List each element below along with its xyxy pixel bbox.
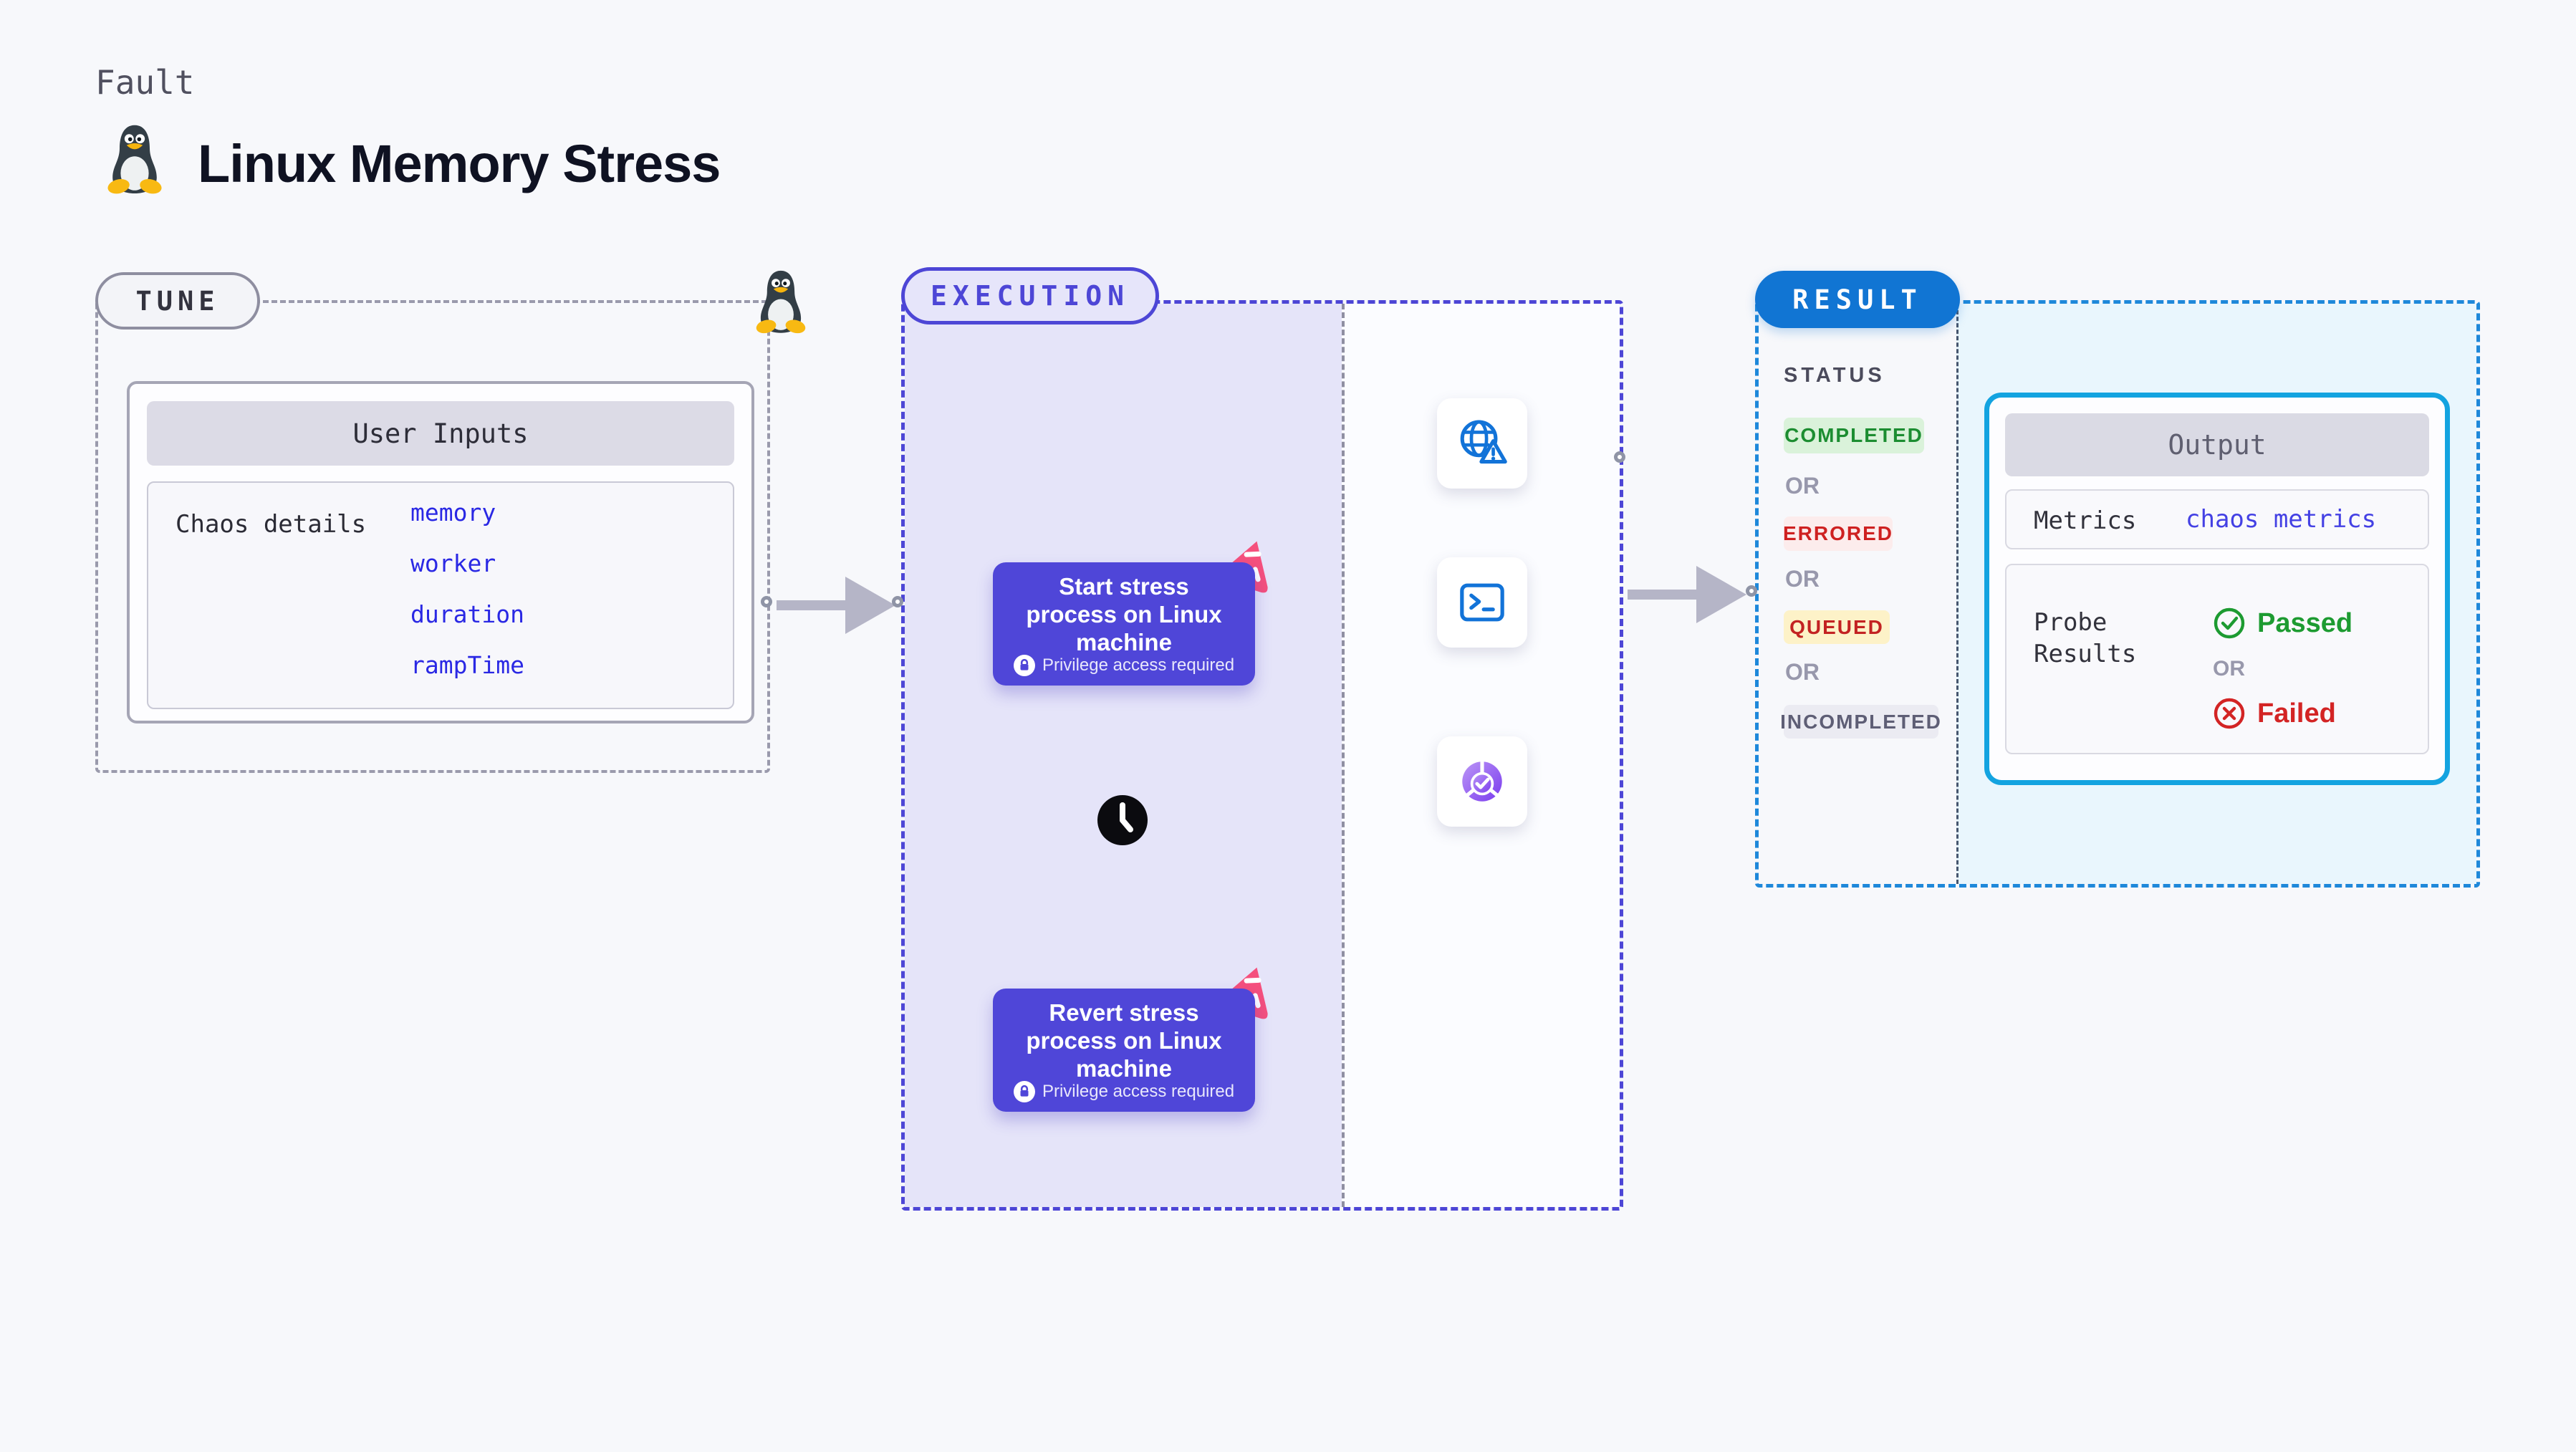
http-probe-card xyxy=(1437,398,1527,489)
output-header: Output xyxy=(2005,413,2429,476)
user-inputs-header: User Inputs xyxy=(147,401,734,466)
output-card: Output Metrics chaos metrics Probe Resul… xyxy=(1984,393,2450,785)
execution-to-result-arrow xyxy=(1628,590,1699,600)
passed-label: Passed xyxy=(2257,607,2353,638)
fault-eyebrow-label: Fault xyxy=(95,63,195,102)
page-title: Linux Memory Stress xyxy=(198,134,721,193)
execution-input-connector xyxy=(892,596,903,607)
execution-to-result-arrowhead xyxy=(1696,566,1746,623)
status-heading: STATUS xyxy=(1784,364,1885,387)
srm-slo-probe-card xyxy=(1437,736,1527,827)
input-link-worker[interactable]: worker xyxy=(410,549,496,577)
slo-donut-check-icon xyxy=(1462,761,1502,802)
privilege-note-row: Privilege access required xyxy=(993,1081,1255,1102)
privilege-note-row: Privilege access required xyxy=(993,655,1255,676)
terminal-prompt-icon xyxy=(1460,583,1504,622)
revert-stress-node-text: Revert stress process on Linux machine xyxy=(1026,999,1222,1082)
failed-verdict: Failed xyxy=(2213,697,2336,730)
tune-to-execution-arrowhead xyxy=(845,577,895,634)
user-inputs-card: User Inputs Chaos details memory worker … xyxy=(127,381,754,723)
circle-x-icon xyxy=(2214,698,2245,729)
chaos-details-panel: Chaos details memory worker duration ram… xyxy=(147,481,734,709)
status-badge-errored: ERRORED xyxy=(1783,516,1893,551)
lock-icon xyxy=(1013,1081,1035,1102)
status-badge-incompleted: INCOMPLETED xyxy=(1780,705,1941,739)
or-separator: OR xyxy=(2213,657,2245,681)
chaos-metrics-link[interactable]: chaos metrics xyxy=(2186,505,2377,534)
or-separator: OR xyxy=(1785,566,1820,592)
result-input-connector xyxy=(1746,585,1757,597)
input-link-duration[interactable]: duration xyxy=(410,600,524,628)
tux-penguin-small-icon xyxy=(756,270,806,334)
chaos-details-label: Chaos details xyxy=(176,510,367,539)
probes-output-connector xyxy=(1614,451,1625,463)
privilege-note-text: Privilege access required xyxy=(1042,1082,1235,1101)
tune-badge: TUNE xyxy=(95,272,260,330)
failed-label: Failed xyxy=(2257,698,2336,729)
globe-alert-icon xyxy=(1460,420,1507,464)
tune-to-execution-arrow xyxy=(777,600,848,610)
tune-section-box xyxy=(95,300,770,773)
execution-badge: EXECUTION xyxy=(901,267,1159,324)
tune-output-connector xyxy=(761,596,772,607)
start-stress-node: Start stress process on Linux machine Pr… xyxy=(993,562,1255,686)
circle-check-icon xyxy=(2214,607,2245,639)
clock-icon xyxy=(1097,795,1148,845)
input-link-ramptime[interactable]: rampTime xyxy=(410,651,524,679)
metrics-label: Metrics xyxy=(2034,506,2137,535)
or-separator: OR xyxy=(1785,659,1820,685)
probe-results-row: Probe Results Passed OR Failed xyxy=(2005,564,2429,754)
or-separator: OR xyxy=(1785,473,1820,499)
status-badge-completed: COMPLETED xyxy=(1784,418,1924,453)
metrics-row: Metrics chaos metrics xyxy=(2005,489,2429,549)
input-link-memory[interactable]: memory xyxy=(410,499,496,527)
command-probe-card xyxy=(1437,557,1527,648)
passed-verdict: Passed xyxy=(2213,607,2352,640)
privilege-note-text: Privilege access required xyxy=(1042,655,1235,675)
start-stress-node-text: Start stress process on Linux machine xyxy=(1026,573,1222,655)
lock-icon xyxy=(1013,655,1035,676)
probe-results-label: Probe Results xyxy=(2034,608,2137,668)
tux-penguin-icon xyxy=(107,125,162,194)
result-badge: RESULT xyxy=(1755,271,1960,328)
revert-stress-node: Revert stress process on Linux machine P… xyxy=(993,989,1255,1112)
status-badge-queued: QUEUED xyxy=(1784,610,1890,644)
